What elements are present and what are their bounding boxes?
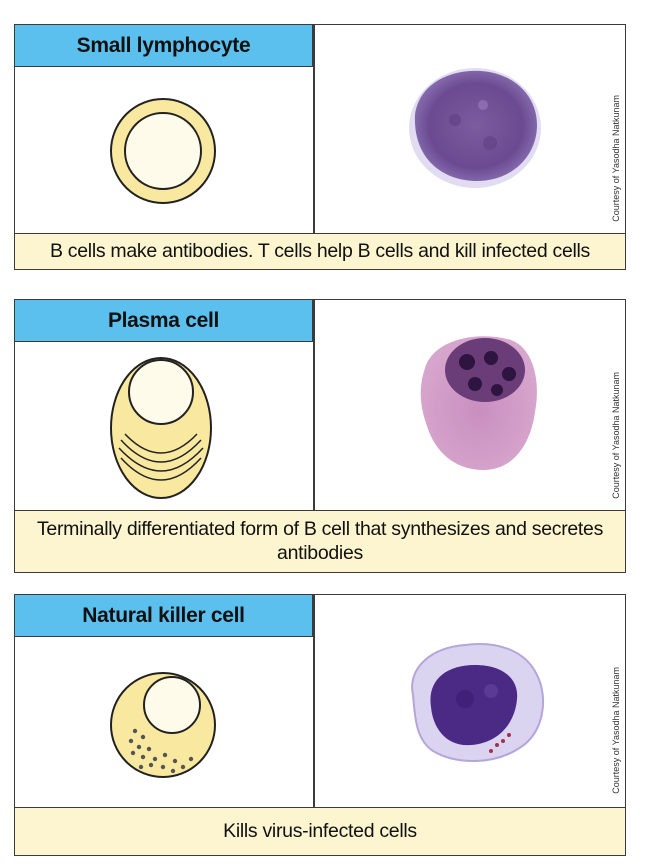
natural-killer-cell-micrograph	[315, 595, 625, 807]
small-lymphocyte-micrograph	[315, 25, 625, 233]
panel-plasma-cell: Plasma cell	[14, 299, 626, 573]
photo-credit: Courtesy of Yasodha Natkunam	[611, 95, 621, 222]
panel-description: Kills virus-infected cells	[15, 807, 625, 855]
panel-title: Small lymphocyte	[15, 25, 313, 67]
plasma-cell-diagram	[15, 342, 313, 510]
nucleus	[143, 676, 201, 734]
nucleus	[124, 112, 202, 190]
column-divider	[313, 595, 315, 807]
small-lymphocyte-diagram	[15, 67, 313, 233]
endoplasmic-reticulum	[118, 433, 204, 481]
panel-description: B cells make antibodies. T cells help B …	[15, 233, 625, 269]
column-divider	[313, 300, 315, 510]
cytoplasmic-granules	[128, 728, 194, 774]
panel-title: Natural killer cell	[15, 595, 313, 637]
panel-title: Plasma cell	[15, 300, 313, 342]
natural-killer-cell-diagram	[15, 637, 313, 807]
photo-credit: Courtesy of Yasodha Natkunam	[611, 667, 621, 794]
panel-small-lymphocyte: Small lymphocyte Courtesy of Yasodha Nat…	[14, 24, 626, 270]
column-divider	[313, 25, 315, 233]
panel-description: Terminally differentiated form of B cell…	[15, 510, 625, 572]
nucleus	[128, 359, 194, 425]
plasma-cell-micrograph	[315, 300, 625, 510]
photo-credit: Courtesy of Yasodha Natkunam	[611, 372, 621, 499]
panel-natural-killer-cell: Natural killer cell	[14, 594, 626, 856]
